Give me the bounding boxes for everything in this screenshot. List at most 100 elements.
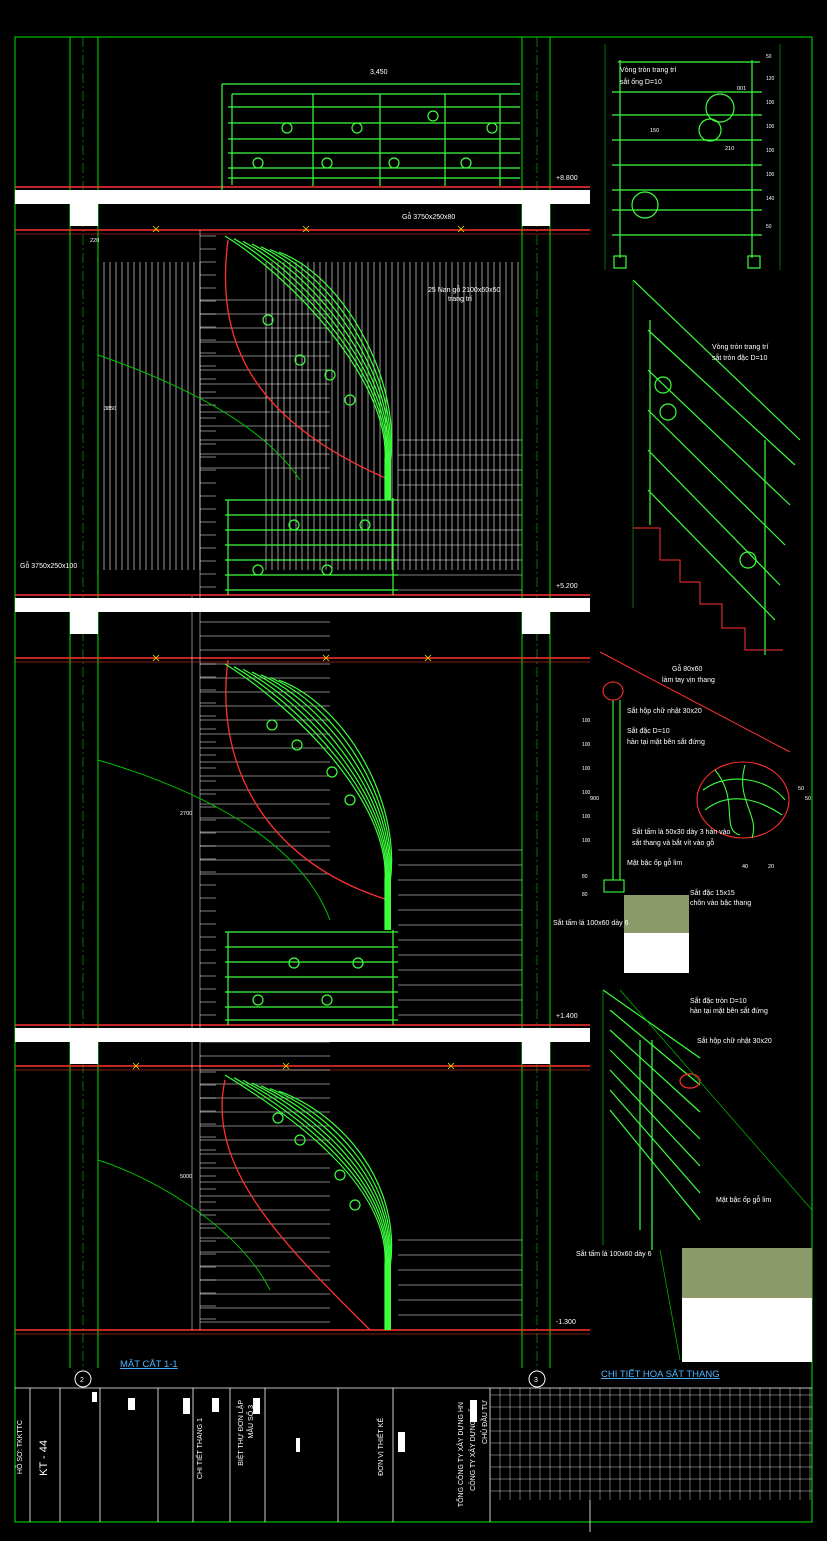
d1-dim: 120 bbox=[766, 76, 775, 82]
rail-bar bbox=[233, 1077, 387, 1330]
decorative-circles-top bbox=[252, 110, 498, 1211]
detail3-rod: Sắt đặc D=10 bbox=[627, 726, 670, 735]
elev-1: +8.800 bbox=[556, 175, 578, 182]
beam-markers bbox=[132, 225, 465, 1070]
slab-top bbox=[15, 186, 590, 235]
decor-circle bbox=[252, 157, 264, 169]
sheet-number: KT - 44 bbox=[38, 1440, 50, 1476]
d3-dim: 100 bbox=[582, 766, 591, 772]
decor-circle bbox=[352, 957, 364, 969]
post-note: 25 Nan gỗ 2100x60x50 bbox=[428, 285, 500, 294]
rail-bar bbox=[278, 1090, 393, 1330]
rail-bar bbox=[278, 679, 393, 930]
rail-bar bbox=[233, 238, 387, 500]
axis-bubbles bbox=[74, 1370, 546, 1388]
rail-bar bbox=[260, 246, 390, 500]
d1-dim: 50 bbox=[766, 54, 772, 60]
detail-2-steps bbox=[633, 527, 783, 651]
decor-circle bbox=[349, 1199, 361, 1211]
decor-circle bbox=[460, 157, 472, 169]
owner: CHỦ ĐẦU TƯ bbox=[482, 1400, 489, 1444]
detail2-l1: Vòng tròn trang trí bbox=[712, 344, 768, 351]
slab-ground bbox=[15, 1329, 590, 1335]
axis-right: 3 bbox=[534, 1377, 538, 1384]
d3-height: 900 bbox=[590, 796, 599, 802]
decor-circle bbox=[324, 369, 336, 381]
wooden-slats bbox=[103, 262, 519, 570]
detail3-wood2: làm tay vịn thang bbox=[662, 677, 715, 684]
rail-bar bbox=[278, 251, 393, 500]
d3-dim: 100 bbox=[582, 814, 591, 820]
d1-dim: 100 bbox=[766, 172, 775, 178]
rail-bar bbox=[233, 666, 387, 930]
decor-circle bbox=[344, 394, 356, 406]
detail3-sq2: chôn vào bậc thang bbox=[690, 900, 751, 907]
detail-3-base bbox=[624, 895, 689, 973]
decor-circle bbox=[321, 564, 333, 576]
rail-bar bbox=[251, 243, 389, 500]
decor-circle bbox=[351, 122, 363, 134]
design-unit: ĐƠN VỊ THIẾT KẾ bbox=[378, 1418, 385, 1476]
detail3-plate: Sắt tấm lá 50x30 dày 3 hàn vào bbox=[632, 827, 731, 836]
d1-dim: 100 bbox=[766, 124, 775, 130]
rail-bar bbox=[269, 676, 392, 930]
rail-bar bbox=[251, 1082, 389, 1330]
section-labels: +8.800 +5.200 +1.400 -1.300 Gỗ 3750x250x… bbox=[20, 67, 772, 1384]
rail-bar bbox=[269, 1087, 392, 1330]
d3-dim: 100 bbox=[582, 718, 591, 724]
d3-dim: 80 bbox=[582, 874, 588, 880]
decor-circle bbox=[252, 564, 264, 576]
elev-3: +1.400 bbox=[556, 1013, 578, 1020]
sheet-label: HỒ SƠ: TKKTTC bbox=[17, 1420, 24, 1475]
beam-left-label: Gỗ 3750x250x100 bbox=[20, 561, 77, 570]
decor-circle bbox=[266, 719, 278, 731]
company: TỔNG CÔNG TY XÂY DỰNG HN bbox=[458, 1402, 465, 1508]
rail-bar bbox=[269, 248, 392, 500]
d1-dim-b: 210 bbox=[725, 146, 734, 152]
detail-4 bbox=[602, 989, 701, 1250]
detail3-plate2: sắt thang và bắt vít vào gỗ bbox=[632, 838, 714, 847]
decor-circle bbox=[321, 994, 333, 1006]
rail-bar bbox=[224, 663, 386, 930]
d1-dim: 140 bbox=[766, 196, 775, 202]
rail-bar bbox=[224, 235, 386, 500]
rail-bar bbox=[251, 671, 389, 930]
d3-dim: 100 bbox=[582, 742, 591, 748]
dim-v1: 220 bbox=[90, 238, 99, 244]
decor-circle bbox=[388, 157, 400, 169]
slab-middle bbox=[15, 594, 590, 663]
detail3-rod2: hàn tại mặt bên sắt đứng bbox=[627, 737, 705, 746]
decor-circle bbox=[344, 794, 356, 806]
beam-top-label: Gỗ 3750x250x80 bbox=[402, 212, 455, 221]
detail3-tread: Mặt bậc ốp gỗ lim bbox=[627, 858, 682, 867]
elev-2: +5.200 bbox=[556, 583, 578, 590]
detail3-rect: Sắt hộp chữ nhật 30x20 bbox=[627, 706, 702, 715]
d3-dim: 80 bbox=[582, 892, 588, 898]
decor-circle bbox=[288, 519, 300, 531]
detail-1-frame bbox=[604, 44, 781, 270]
section-title: MẶT CẮT 1-1 bbox=[120, 1359, 178, 1370]
landing-curves bbox=[97, 354, 331, 1291]
dim-mid: 2700 bbox=[180, 811, 192, 817]
rail-bar bbox=[260, 674, 390, 930]
d3-ov4: 20 bbox=[768, 864, 774, 870]
detail-1 bbox=[612, 60, 762, 269]
title-block-grid bbox=[490, 1388, 812, 1500]
decor-circle bbox=[288, 957, 300, 969]
d3-dim: 100 bbox=[582, 790, 591, 796]
decor-circle bbox=[334, 1169, 346, 1181]
detail-3 bbox=[602, 681, 790, 893]
sheet-border bbox=[14, 36, 813, 1523]
top-dim: 3,450 bbox=[370, 69, 388, 76]
project-name-2: MẪU SỐ 3 bbox=[248, 1405, 255, 1439]
view-titles: MẶT CẮT 1-1 CHI TIẾT HOA SẮT THANG bbox=[120, 1359, 720, 1380]
d3-ov2: 50 bbox=[805, 796, 811, 802]
post-note-2: trang trí bbox=[448, 296, 472, 303]
detail4-tread: Mặt bậc ốp gỗ lim bbox=[716, 1195, 771, 1204]
rail-bar bbox=[242, 668, 388, 930]
d3-ov3: 40 bbox=[742, 864, 748, 870]
axis-lines bbox=[82, 37, 538, 1370]
dim-v2: 5000 bbox=[180, 1174, 192, 1180]
